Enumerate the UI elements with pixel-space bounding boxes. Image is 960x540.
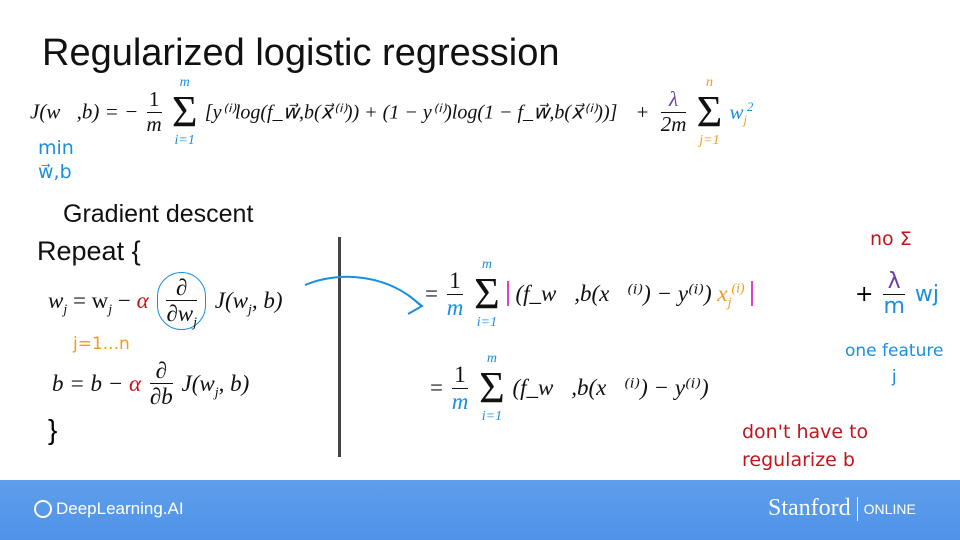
- cost-body: [y⁽ⁱ⁾log(f_w⃗,b(x⃗⁽ⁱ⁾)) + (1 − y⁽ⁱ⁾)log(…: [204, 101, 618, 124]
- sigma-icon: Σ: [474, 269, 500, 318]
- sum-bottom: j=1: [699, 133, 720, 148]
- math-fragment: , b): [251, 287, 283, 313]
- min-label: min: [38, 137, 74, 159]
- math-fragment: ∂: [149, 358, 173, 385]
- w-update: wj = wj − α ∂∂wj J(wj, b): [48, 272, 282, 330]
- repeat-label: Repeat {: [37, 236, 141, 266]
- frac-num: 1: [146, 88, 162, 113]
- sum-top: m: [179, 75, 190, 90]
- math-fragment: ONLINE: [863, 500, 916, 517]
- math-fragment: = w: [67, 287, 109, 313]
- b-update: b = b − α ∂∂b J(wj, b): [52, 358, 249, 410]
- section-heading: Gradient descent: [63, 200, 254, 228]
- logo-icon: [34, 500, 52, 518]
- sigma-icon: Σ: [696, 87, 723, 136]
- math-fragment: ∂: [166, 275, 197, 302]
- two-m: 2m: [660, 111, 687, 136]
- math-fragment: don't have to: [742, 421, 869, 443]
- footer: DeepLearning.AI Stanford ONLINE: [0, 480, 960, 540]
- math-fragment: 2: [747, 99, 754, 114]
- math-fragment: J(w: [214, 287, 248, 313]
- math-fragment: j: [108, 301, 113, 317]
- lambda: λ: [660, 88, 687, 113]
- math-fragment: w: [729, 99, 744, 124]
- close-brace: }: [48, 414, 58, 445]
- math-fragment: λ: [883, 269, 905, 296]
- math-fragment: (f_w⃗,b(x⃗⁽ⁱ⁾) − y⁽ⁱ⁾): [512, 375, 709, 400]
- math-fragment: α: [129, 370, 142, 396]
- reg-term: wj2: [729, 99, 754, 127]
- dont-regularize-note: don't have to regularize b: [742, 418, 868, 474]
- math-fragment: j: [214, 384, 219, 400]
- j-range-note: j=1...n: [73, 334, 130, 354]
- no-sigma-note: no Σ: [870, 228, 912, 250]
- math-fragment: j: [193, 314, 197, 330]
- math-fragment: =: [425, 281, 438, 306]
- math-fragment: =: [430, 375, 443, 400]
- sum-bottom: i=1: [174, 133, 195, 148]
- math-fragment: j: [743, 112, 748, 127]
- math-fragment: m: [486, 351, 497, 366]
- math-fragment: −: [112, 287, 137, 313]
- math-fragment: i=1: [481, 409, 503, 424]
- math-fragment: m: [481, 257, 492, 272]
- sigma-icon: Σ: [171, 87, 198, 136]
- math-fragment: m: [883, 294, 905, 320]
- math-fragment: w: [48, 287, 64, 313]
- math-fragment: regularize b: [742, 449, 855, 471]
- sigma-icon: Σ: [479, 363, 505, 412]
- math-fragment: i=1: [476, 315, 498, 330]
- math-fragment: x: [717, 281, 728, 306]
- slide-title: Regularized logistic regression: [42, 32, 560, 74]
- math-fragment: j: [247, 301, 252, 317]
- math-fragment: +: [855, 282, 874, 308]
- sum-top: n: [705, 75, 713, 90]
- stanford-logo: Stanford ONLINE: [768, 495, 916, 522]
- arrow-icon: [304, 275, 424, 315]
- divider: [338, 237, 341, 457]
- math-fragment: one feature: [845, 341, 944, 361]
- math-fragment: wj: [914, 282, 939, 308]
- math-fragment: ∂w: [166, 301, 194, 327]
- logo-divider: [856, 496, 858, 521]
- math-fragment: , b): [218, 370, 250, 396]
- math-fragment: (i): [731, 280, 745, 296]
- one-feature-note: one feature j: [845, 338, 943, 390]
- math-fragment: b = b −: [52, 370, 130, 396]
- math-fragment: j: [891, 367, 897, 387]
- math-fragment: 1: [446, 268, 464, 295]
- cost-lhs: J(w⃗,b) = −: [30, 99, 139, 124]
- math-fragment: j: [63, 301, 68, 317]
- math-fragment: J(w: [181, 370, 215, 396]
- math-fragment: Stanford: [768, 495, 851, 521]
- frac-den: m: [146, 111, 162, 136]
- plus: +: [636, 99, 649, 124]
- math-fragment: m: [451, 388, 469, 414]
- math-fragment: 1: [451, 362, 469, 389]
- min-note: min w⃗,b: [38, 136, 74, 184]
- math-fragment: α: [136, 287, 149, 313]
- math-fragment: ∂b: [149, 384, 173, 410]
- math-fragment: j: [727, 294, 732, 310]
- math-fragment: (f_w⃗,b(x⃗⁽ⁱ⁾) − y⁽ⁱ⁾): [515, 281, 712, 306]
- deeplearning-logo: DeepLearning.AI: [34, 499, 184, 519]
- math-fragment: m: [446, 294, 464, 320]
- math-fragment: DeepLearning.AI: [56, 499, 184, 518]
- min-vars: w⃗,b: [38, 161, 72, 183]
